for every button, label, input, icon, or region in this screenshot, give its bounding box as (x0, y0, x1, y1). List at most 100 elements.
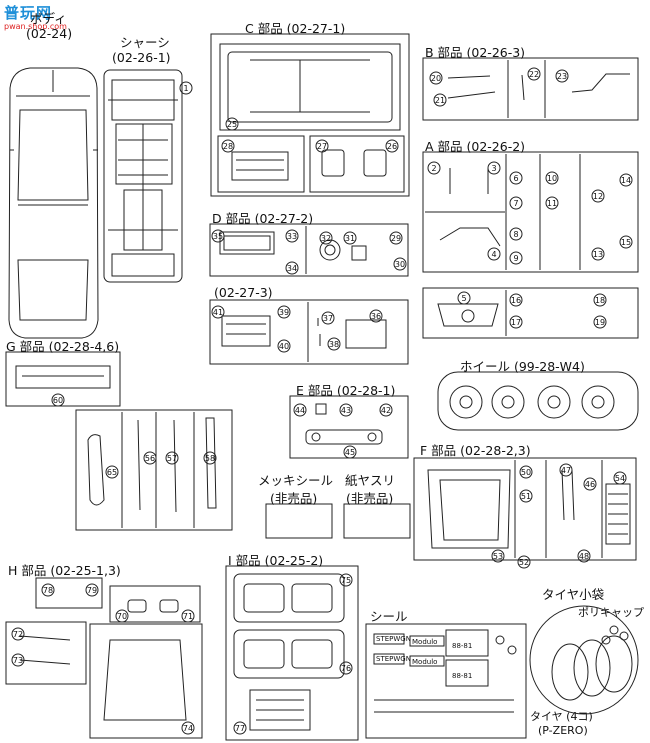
svg-text:57: 57 (167, 454, 177, 463)
svg-text:3: 3 (491, 164, 496, 173)
part-52: 52 (517, 555, 531, 569)
svg-text:22: 22 (529, 70, 539, 79)
svg-text:18: 18 (595, 296, 605, 305)
part-27: 27 (315, 139, 329, 153)
decal-brand-2: STEPWGN (376, 655, 411, 663)
part-34: 34 (285, 261, 299, 275)
svg-text:23: 23 (557, 72, 567, 81)
body-shell (8, 67, 99, 339)
part-26: 26 (385, 139, 399, 153)
svg-text:31: 31 (345, 234, 355, 243)
sprue-c (210, 33, 410, 197)
svg-text:40: 40 (279, 342, 289, 351)
part-38: 38 (327, 337, 341, 351)
part-37: 37 (321, 311, 335, 325)
sprue-h (5, 577, 203, 739)
label-f-parts: F 部品 (02-28-2,3) (420, 443, 531, 458)
svg-text:48: 48 (579, 552, 589, 561)
part-17: 17 (509, 315, 523, 329)
part-31: 31 (343, 231, 357, 245)
sandpaper-sheet (343, 503, 411, 539)
svg-text:78: 78 (43, 586, 53, 595)
svg-text:9: 9 (513, 254, 518, 263)
part-40: 40 (277, 339, 291, 353)
svg-text:17: 17 (511, 318, 521, 327)
part-10: 10 (545, 171, 559, 185)
label-g-parts: G 部品 (02-28-4,6) (6, 339, 120, 354)
svg-text:60: 60 (53, 396, 63, 405)
part-58: 58 (203, 451, 217, 465)
svg-text:41: 41 (213, 308, 223, 317)
svg-text:50: 50 (521, 468, 531, 477)
part-50: 50 (519, 465, 533, 479)
svg-text:30: 30 (395, 260, 405, 269)
part-60: 60 (51, 393, 65, 407)
svg-text:47: 47 (561, 466, 571, 475)
label-tire-bag: タイヤ小袋 (542, 587, 605, 602)
part-42: 42 (379, 403, 393, 417)
svg-text:45: 45 (345, 448, 355, 457)
part-14: 14 (619, 173, 633, 187)
svg-text:46: 46 (585, 480, 595, 489)
part-47: 47 (559, 463, 573, 477)
svg-text:77: 77 (235, 724, 245, 733)
label-d-parts: D 部品 (02-27-2) (212, 211, 314, 226)
part-30: 30 (393, 257, 407, 271)
label-d2-code: (02-27-3) (214, 285, 273, 300)
svg-text:74: 74 (183, 724, 193, 733)
wheels (437, 371, 639, 431)
label-b-parts: B 部品 (02-26-3) (425, 45, 526, 60)
sprue-b (422, 57, 639, 121)
svg-text:38: 38 (329, 340, 339, 349)
svg-text:51: 51 (521, 492, 531, 501)
svg-text:19: 19 (595, 318, 605, 327)
decal-plate-2: 88-81 (452, 672, 472, 680)
svg-text:13: 13 (593, 250, 603, 259)
svg-text:76: 76 (341, 664, 351, 673)
watermark-logo: 普玩网 (4, 4, 53, 22)
decal-plate-1: 88-81 (452, 642, 472, 650)
part-57: 57 (165, 451, 179, 465)
label-tire-brand: (P-ZERO) (538, 724, 588, 737)
label-seal: シール (370, 609, 408, 624)
part-72: 72 (11, 627, 25, 641)
label-not-for-sale-1: (非売品) (270, 491, 318, 506)
svg-text:37: 37 (323, 314, 333, 323)
part-46: 46 (583, 477, 597, 491)
part-11: 11 (545, 196, 559, 210)
part-25: 25 (225, 117, 239, 131)
svg-text:26: 26 (387, 142, 397, 151)
part-4: 4 (487, 247, 501, 261)
svg-text:35: 35 (213, 232, 223, 241)
part-35: 35 (211, 229, 225, 243)
svg-text:12: 12 (593, 192, 603, 201)
part-33: 33 (285, 229, 299, 243)
part-54: 54 (613, 471, 627, 485)
part-77: 77 (233, 721, 247, 735)
svg-text:75: 75 (341, 576, 351, 585)
part-56: 56 (143, 451, 157, 465)
svg-text:44: 44 (295, 406, 305, 415)
part-2: 2 (427, 161, 441, 175)
label-not-for-sale-2: (非売品) (346, 491, 394, 506)
svg-text:5: 5 (461, 294, 466, 303)
part-39: 39 (277, 305, 291, 319)
svg-text:27: 27 (317, 142, 327, 151)
sprue-i (225, 565, 359, 741)
sprue-d2 (209, 299, 409, 365)
decal-brand-1: STEPWGN (376, 635, 411, 643)
part-48: 48 (577, 549, 591, 563)
label-h-parts: H 部品 (02-25-1,3) (8, 563, 121, 578)
sprue-g (5, 351, 233, 531)
label-chassis: シャーシ (120, 35, 170, 50)
svg-text:73: 73 (13, 656, 23, 665)
svg-text:71: 71 (183, 612, 193, 621)
svg-text:14: 14 (621, 176, 631, 185)
decal-sheet (365, 623, 527, 739)
svg-text:2: 2 (431, 164, 436, 173)
part-9: 9 (509, 251, 523, 265)
part-76: 76 (339, 661, 353, 675)
svg-text:53: 53 (493, 552, 503, 561)
